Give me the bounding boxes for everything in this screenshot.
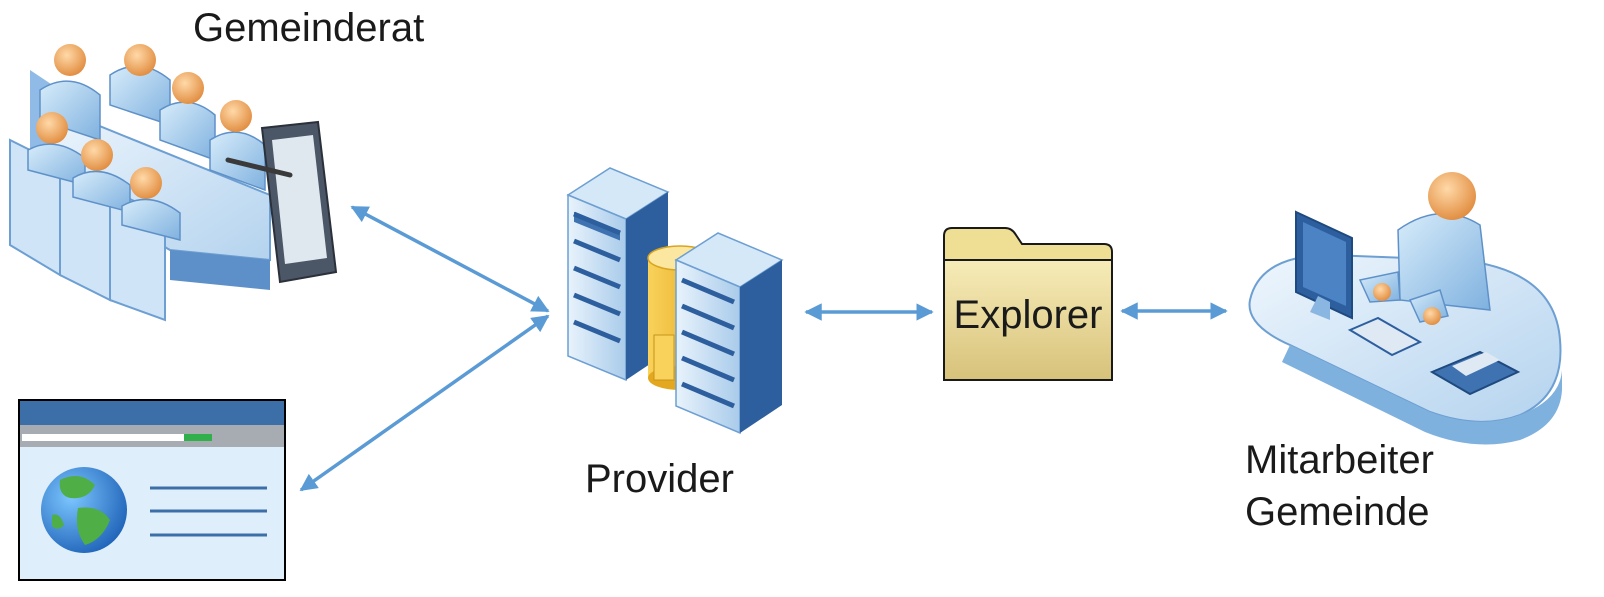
council-meeting-tablet-icon	[9, 44, 338, 322]
server-database-icon	[566, 167, 784, 435]
mitarbeiter-gemeinde-label: Mitarbeiter Gemeinde	[1245, 434, 1434, 538]
browser-globe-window-icon	[18, 399, 286, 581]
provider-label: Provider	[585, 457, 734, 501]
connections	[299, 205, 1228, 492]
connection-website-provider	[299, 314, 550, 492]
connection-gemeinderat-provider	[350, 205, 550, 313]
explorer-label: Explorer	[954, 293, 1103, 337]
gemeinderat-label: Gemeinderat	[193, 6, 425, 50]
mitarbeiter-label-line2: Gemeinde	[1245, 490, 1430, 534]
folder-icon: Explorer	[943, 227, 1113, 381]
employee-workstation-icon	[1248, 172, 1562, 445]
mitarbeiter-label-line1: Mitarbeiter	[1245, 438, 1434, 482]
